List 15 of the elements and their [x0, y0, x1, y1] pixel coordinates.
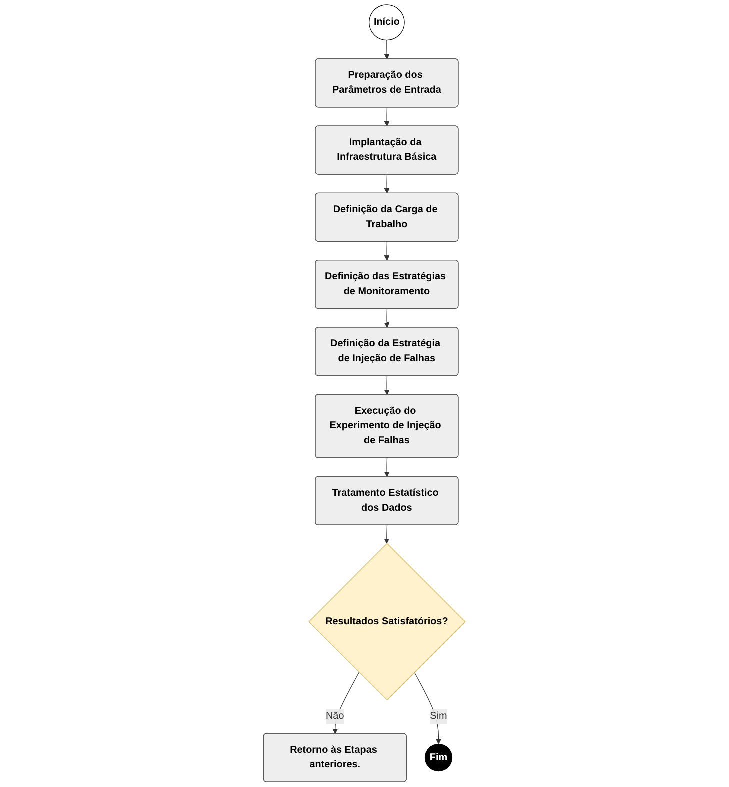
edge-label: Sim: [430, 711, 448, 722]
arrow: [384, 107, 390, 127]
arrow: [384, 376, 390, 396]
node-circle: Início: [368, 4, 405, 41]
arrow: [384, 242, 390, 261]
arrow: [414, 672, 442, 745]
arrow: [384, 458, 390, 478]
node-diamond: Resultados Satisfatórios?: [308, 543, 466, 700]
edge-label: Não: [326, 711, 344, 722]
arrow: [332, 672, 360, 734]
arrow: [384, 174, 390, 194]
arrow: [384, 40, 390, 60]
arrow: [384, 525, 390, 544]
node-circle: Fim: [424, 744, 453, 772]
arrow: [384, 308, 390, 328]
